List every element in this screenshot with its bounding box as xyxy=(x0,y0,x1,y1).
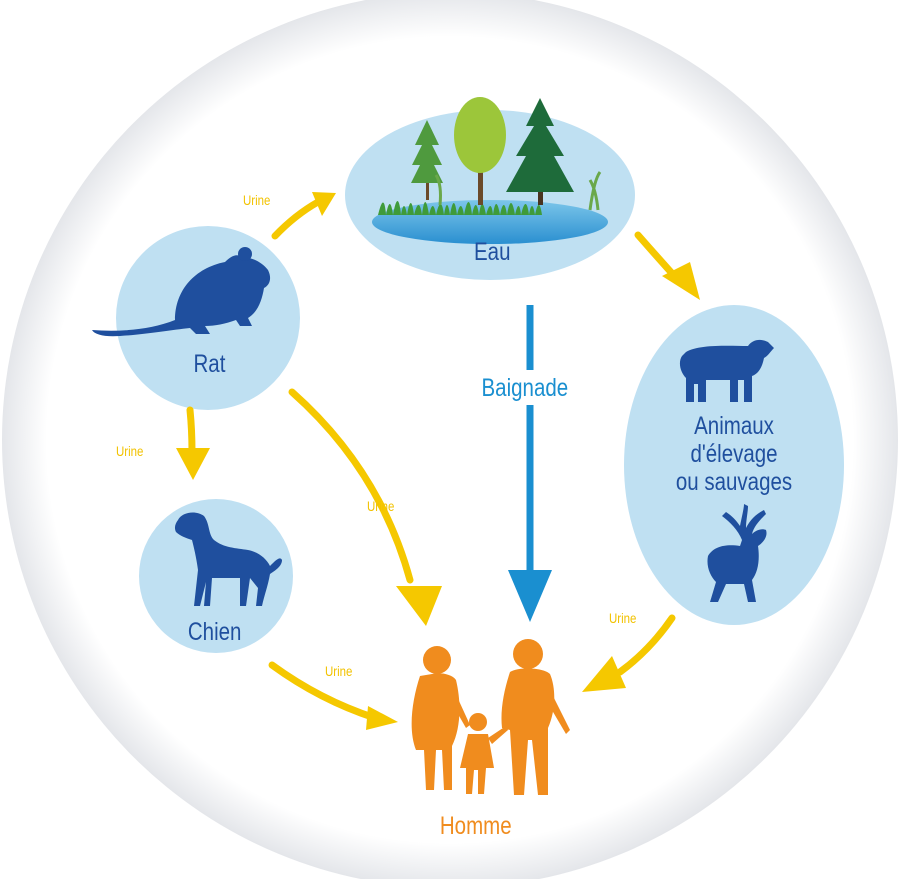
label-urine-rat-chien: Urine xyxy=(116,443,144,459)
arrowhead-chien-homme xyxy=(366,706,398,730)
label-chien: Chien xyxy=(187,618,242,646)
arrowhead-animaux-homme xyxy=(582,656,626,692)
arrow-rat-eau xyxy=(271,198,322,240)
family-icon xyxy=(411,639,570,795)
arrowhead-rat-chien xyxy=(176,448,210,480)
arrowhead-eau-animaux xyxy=(662,262,700,300)
label-animaux: Animaux d'élevage ou sauvages xyxy=(668,412,799,496)
arrowhead-rat-homme xyxy=(396,586,442,626)
arrow-chien-homme xyxy=(268,661,379,722)
label-animaux-line3: ou sauvages xyxy=(675,468,793,496)
label-animaux-line2: d'élevage xyxy=(690,440,778,468)
deer-icon xyxy=(707,504,767,602)
label-urine-rat-eau: Urine xyxy=(243,192,271,208)
animaux-node xyxy=(624,305,844,625)
arrow-eau-homme xyxy=(508,305,552,622)
arrowhead-rat-eau xyxy=(312,192,336,216)
arrow-rat-chien xyxy=(186,406,196,456)
arrow-rat-homme xyxy=(288,388,414,584)
label-animaux-line1: Animaux xyxy=(694,412,774,440)
arrowheads xyxy=(176,192,700,730)
dog-icon xyxy=(174,512,282,606)
label-homme: Homme xyxy=(439,812,512,840)
label-rat: Rat xyxy=(193,350,226,378)
label-urine-rat-homme: Urine xyxy=(367,498,395,514)
rat-icon xyxy=(92,247,271,337)
water-scene-icon xyxy=(372,97,608,244)
label-urine-animaux-homme: Urine xyxy=(609,610,637,626)
cow-icon xyxy=(679,339,774,402)
label-baignade: Baignade xyxy=(481,374,569,402)
label-urine-chien-homme: Urine xyxy=(325,663,353,679)
label-eau: Eau xyxy=(474,238,511,266)
arrow-animaux-homme xyxy=(616,614,676,676)
